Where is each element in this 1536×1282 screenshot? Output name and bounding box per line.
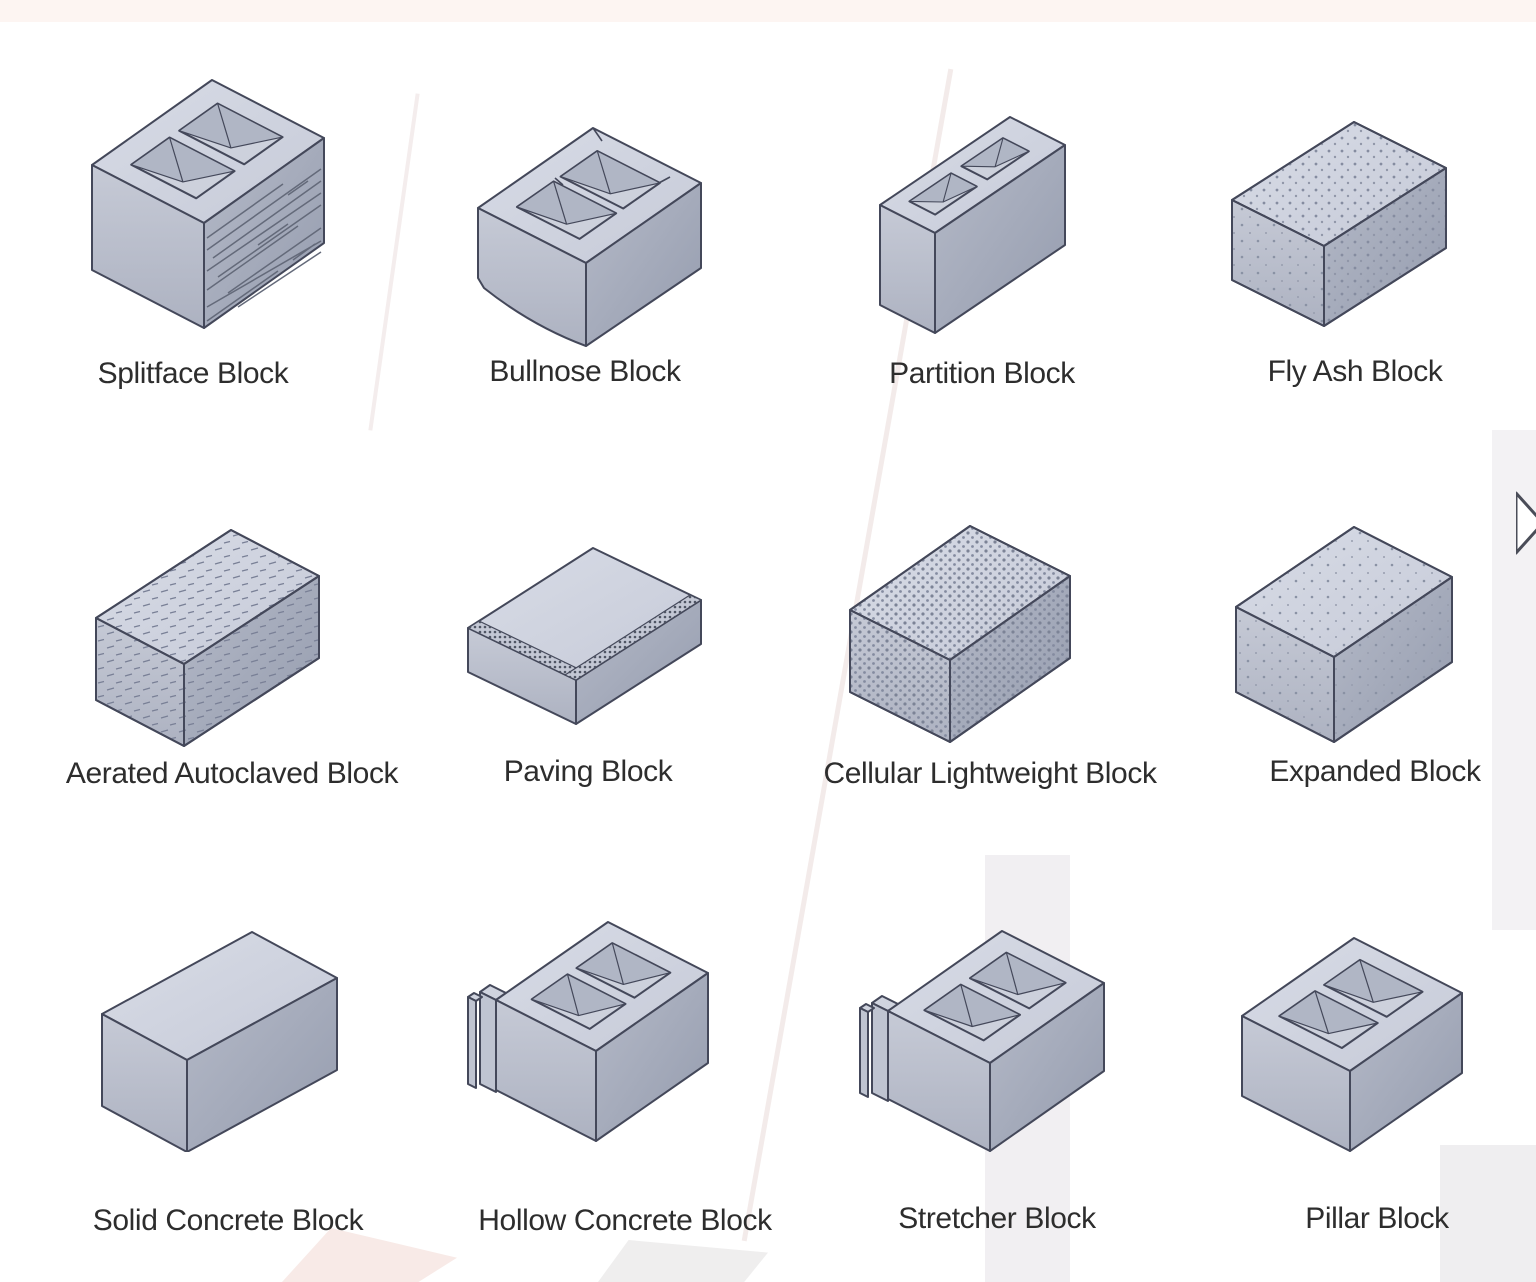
block-label-stretcher: Stretcher Block <box>898 1202 1096 1235</box>
block-label-pillar: Pillar Block <box>1305 1202 1449 1235</box>
partition-block-illustration <box>879 116 1066 334</box>
solid-concrete-block-illustration <box>101 931 338 1152</box>
block-label-aerated-autoclaved: Aerated Autoclaved Block <box>65 757 399 790</box>
block-label-hollow-concrete: Hollow Concrete Block <box>478 1204 772 1237</box>
block-label-expanded: Expanded Block <box>1269 755 1481 788</box>
watermark-shape <box>598 1240 768 1282</box>
watermark-line <box>368 93 420 431</box>
hollow-concrete-block-illustration <box>467 921 709 1142</box>
stretcher-block-illustration <box>859 930 1105 1152</box>
paving-block-illustration <box>467 547 702 725</box>
aerated-autoclaved-block-illustration <box>95 529 320 747</box>
block-label-solid-concrete: Solid Concrete Block <box>92 1204 364 1237</box>
pillar-block-illustration <box>1241 937 1463 1152</box>
block-label-cellular-lightweight: Cellular Lightweight Block <box>823 757 1157 790</box>
block-label-fly-ash: Fly Ash Block <box>1267 355 1443 388</box>
block-label-paving: Paving Block <box>503 755 673 788</box>
bullnose-block-illustration <box>477 127 702 347</box>
expanded-block-illustration <box>1235 526 1453 743</box>
block-label-splitface: Splitface Block <box>97 357 289 390</box>
cellular-lightweight-block-illustration <box>849 525 1071 743</box>
block-label-partition: Partition Block <box>889 357 1075 390</box>
block-label-bullnose: Bullnose Block <box>489 355 681 388</box>
fly-ash-block-illustration <box>1231 121 1447 327</box>
top-tint-band <box>0 0 1536 22</box>
play-triangle-icon[interactable] <box>1516 488 1536 558</box>
splitface-block-illustration <box>91 79 325 329</box>
